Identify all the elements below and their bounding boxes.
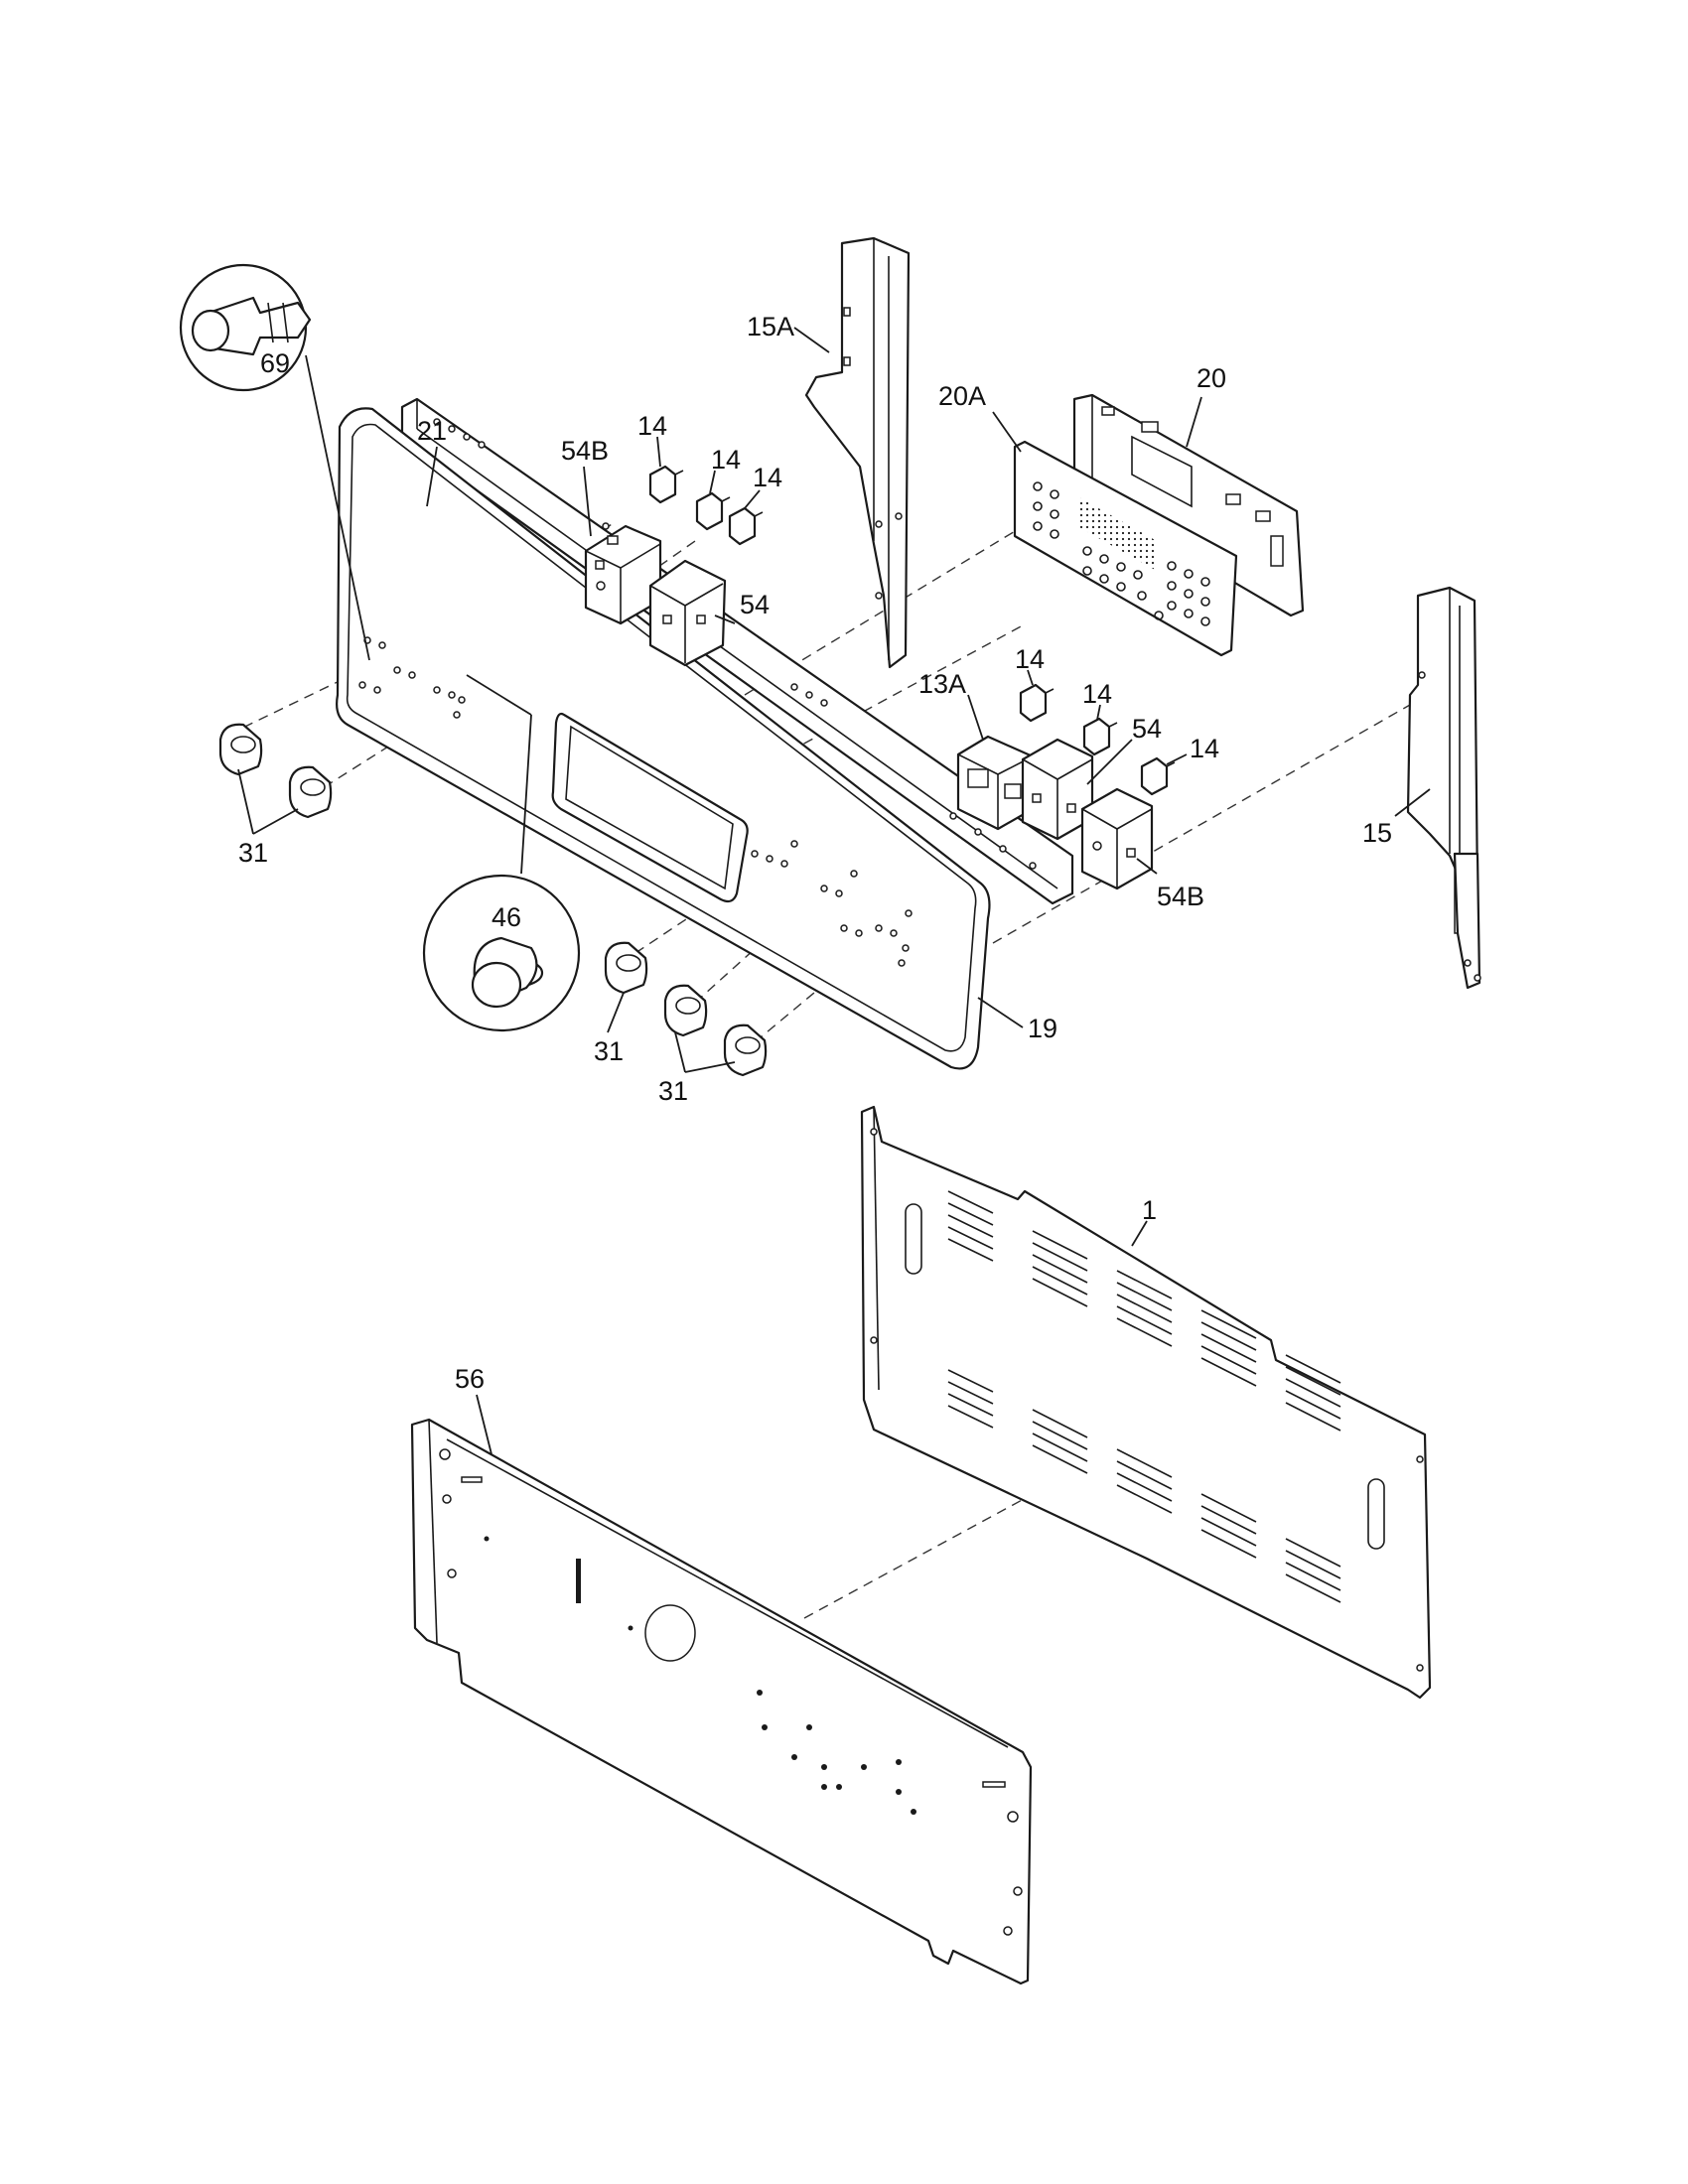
callout-labels: 15A 20 20A 21 54B 14 14 14 69 54 14 13A …	[238, 312, 1392, 1394]
callout-21: 21	[417, 416, 447, 446]
knob-left-2	[288, 765, 333, 819]
part-31-knobs	[218, 723, 768, 1077]
part-54-switch-mid	[1021, 738, 1094, 841]
callout-31-left: 31	[238, 838, 268, 868]
knob-mid-1	[604, 941, 648, 995]
callout-54b-top: 54B	[561, 436, 609, 466]
callout-69: 69	[260, 348, 290, 378]
callout-54b-mid: 54B	[1157, 882, 1204, 911]
callout-31-mid: 31	[594, 1036, 624, 1066]
part-19-control-panel	[336, 407, 991, 1070]
callout-14-b: 14	[711, 445, 741, 475]
callout-20a: 20A	[938, 381, 986, 411]
part-69-screw-detail	[179, 263, 370, 661]
leader-lines	[237, 327, 1431, 1455]
vent-slots	[947, 1190, 1341, 1603]
callout-15a: 15A	[747, 312, 794, 341]
knob-left-1	[218, 723, 263, 776]
part-13a-switch	[956, 735, 1035, 831]
part-46-knob-cap-detail	[422, 674, 581, 1032]
part-15-side-bracket	[1406, 586, 1481, 990]
part-1-rear-panel	[860, 1105, 1432, 1700]
callout-14-c: 14	[753, 463, 782, 492]
callout-14-e: 14	[1082, 679, 1112, 709]
callout-20: 20	[1196, 363, 1226, 393]
part-20a-overlay-panel	[1013, 440, 1238, 657]
part-15a-side-bracket	[804, 236, 911, 669]
part-56-lower-panel	[410, 1418, 1033, 1985]
callout-1: 1	[1142, 1195, 1157, 1225]
callout-14-f: 14	[1190, 734, 1219, 763]
part-14-clips-top	[648, 465, 764, 546]
callout-31-low: 31	[658, 1076, 688, 1106]
callout-46: 46	[492, 902, 521, 932]
knob-mid-3	[723, 1024, 768, 1077]
knob-mid-2	[663, 984, 708, 1037]
part-54b-switch-mid	[1080, 787, 1154, 890]
callout-19: 19	[1028, 1014, 1057, 1043]
part-14-clips-mid	[1019, 683, 1176, 796]
part-54-switch-top	[648, 559, 727, 667]
callout-13a: 13A	[918, 669, 966, 699]
callout-54-mid: 54	[1132, 714, 1162, 744]
part-20-control-board	[1072, 393, 1305, 617]
callout-54-top: 54	[740, 590, 770, 619]
callout-56: 56	[455, 1364, 485, 1394]
callout-15: 15	[1362, 818, 1392, 848]
callout-14-d: 14	[1015, 644, 1045, 674]
callout-14-a: 14	[637, 411, 667, 441]
